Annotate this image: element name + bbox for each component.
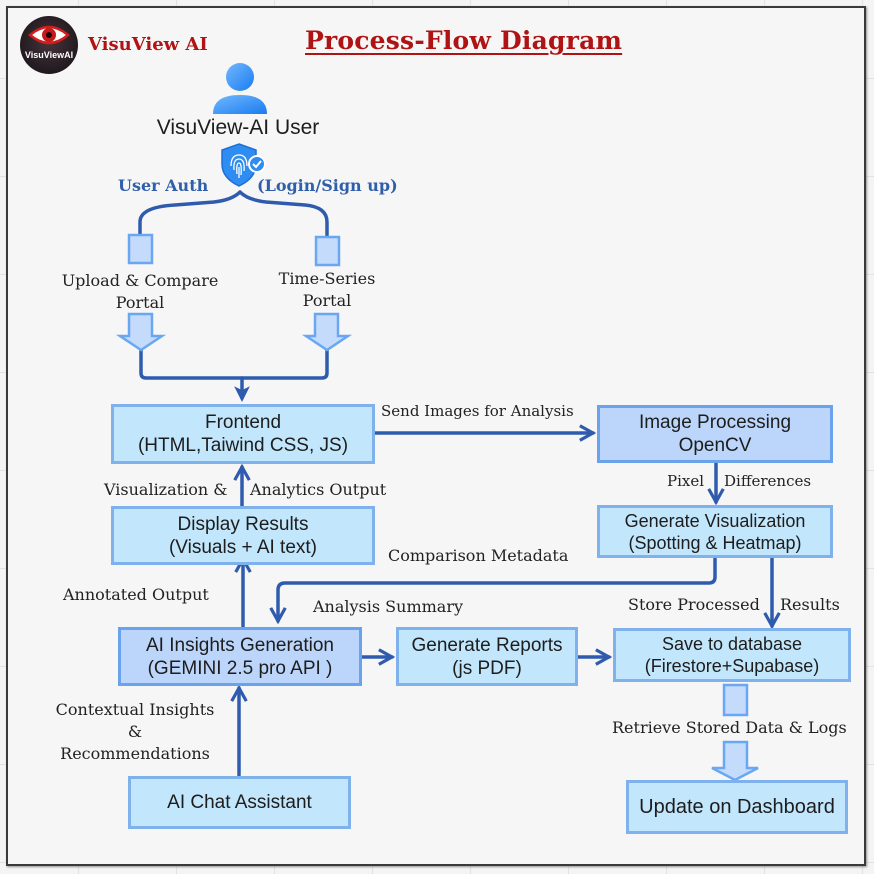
node-subtitle: (Firestore+Supabase) [644, 656, 820, 676]
page-title: Process-Flow Diagram [305, 26, 623, 55]
contextual-insights-label: Contextual Insights & Recommendations [40, 699, 230, 765]
fingerprint-shield-icon [221, 143, 266, 187]
send-images-label: Send Images for Analysis [381, 402, 574, 420]
label-line: & [127, 722, 143, 741]
node-title: Frontend [204, 412, 282, 433]
vis-output-right-label: Analytics Output [250, 480, 387, 499]
frontend-node[interactable]: Frontend (HTML,Taiwind CSS, JS) [111, 404, 375, 464]
node-subtitle: (GEMINI 2.5 pro API ) [147, 657, 333, 679]
annotated-output-label: Annotated Output [63, 585, 209, 604]
node-title: Display Results [177, 513, 309, 535]
node-subtitle: (Visuals + AI text) [168, 536, 318, 558]
auth-right-label: (Login/Sign up) [257, 176, 398, 195]
time-series-portal[interactable]: Time-Series Portal [257, 268, 397, 312]
portal-label-line: Upload & Compare [61, 271, 219, 290]
save-database-node[interactable]: Save to database (Firestore+Supabase) [613, 628, 851, 682]
eye-icon [28, 25, 70, 45]
upload-compare-portal[interactable]: Upload & Compare Portal [40, 270, 240, 314]
vis-output-left-label: Visualization & [104, 480, 228, 499]
label-line: Contextual Insights [55, 700, 215, 719]
ai-insights-node[interactable]: AI Insights Generation (GEMINI 2.5 pro A… [118, 627, 362, 686]
auth-left-label: User Auth [118, 176, 209, 195]
display-results-node[interactable]: Display Results (Visuals + AI text) [111, 506, 375, 565]
retrieve-stored-label: Retrieve Stored Data & Logs [612, 718, 847, 737]
logo-text: VisuViewAI [24, 50, 74, 60]
results-label: Results [780, 595, 840, 614]
node-subtitle: (HTML,Taiwind CSS, JS) [137, 435, 349, 456]
node-title: AI Chat Assistant [167, 792, 312, 813]
node-title: Update on Dashboard [639, 795, 835, 818]
node-title: Save to database [661, 634, 803, 654]
portal-label-line: Time-Series [278, 269, 376, 288]
node-title: Generate Reports [411, 634, 563, 656]
comparison-metadata-label: Comparison Metadata [388, 546, 569, 565]
node-subtitle: (js PDF) [452, 657, 522, 679]
portal-label-line: Portal [302, 291, 352, 310]
generate-visualization-node[interactable]: Generate Visualization (Spotting & Heatm… [597, 505, 833, 558]
node-subtitle: OpenCV [678, 435, 752, 456]
user-label: VisuView-AI User [156, 116, 320, 139]
ai-chat-assistant-node[interactable]: AI Chat Assistant [128, 776, 351, 829]
label-line: Recommendations [60, 744, 210, 763]
node-title: Generate Visualization [624, 510, 806, 531]
differences-label: Differences [724, 472, 812, 490]
generate-reports-node[interactable]: Generate Reports (js PDF) [396, 627, 578, 686]
node-title: Image Processing [638, 412, 792, 433]
node-subtitle: (Spotting & Heatmap) [628, 532, 802, 553]
node-title: AI Insights Generation [146, 634, 334, 656]
user-icon [213, 63, 267, 114]
portal-label-line: Portal [115, 293, 165, 312]
image-processing-node[interactable]: Image Processing OpenCV [597, 405, 833, 463]
brand-name: VisuView AI [88, 34, 208, 55]
store-processed-label: Store Processed [628, 595, 760, 614]
logo: VisuViewAI [20, 16, 78, 74]
update-dashboard-node[interactable]: Update on Dashboard [626, 780, 848, 834]
analysis-summary-label: Analysis Summary [313, 597, 464, 616]
pixel-label: Pixel [667, 472, 705, 490]
